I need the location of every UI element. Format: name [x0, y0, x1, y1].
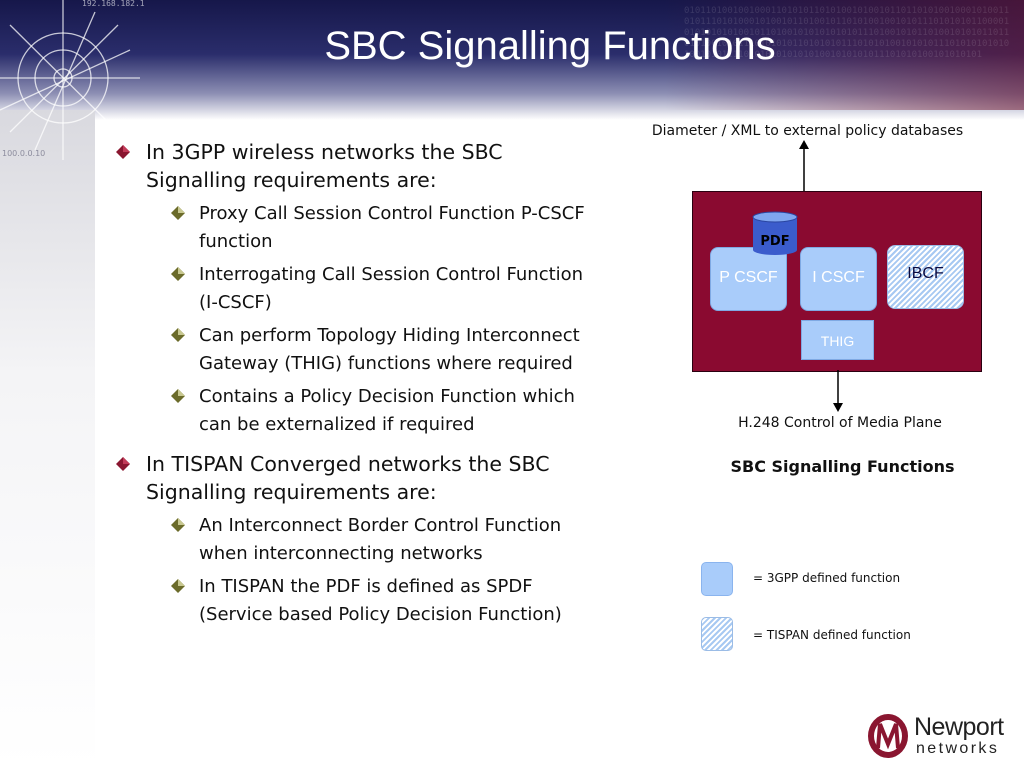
bullet-arrow-icon [116, 457, 130, 471]
bullet-text: Can perform Topology Hiding Interconnect… [199, 325, 580, 374]
diagram-top-label: Diameter / XML to external policy databa… [651, 123, 964, 139]
pdf-label: PDF [760, 234, 790, 249]
title-banner: 0101101001001000110101011010100101001011… [0, 0, 1024, 120]
bullet-text: In TISPAN the PDF is defined as SPDF (Se… [199, 576, 562, 625]
left-margin-fade [0, 110, 95, 768]
bullet-diamond-icon [171, 267, 185, 281]
bullet-arrow-icon [116, 145, 130, 159]
banner-wash [664, 0, 1024, 110]
diagram-caption: SBC Signalling Functions [730, 457, 955, 476]
bullet-text: Proxy Call Session Control Function P-CS… [199, 203, 585, 252]
ip-label-top: 192.168.182.1 [82, 0, 145, 8]
bullet-diamond-icon [171, 328, 185, 342]
icscf-box: I CSCF [800, 247, 877, 311]
bullet-diamond-icon [171, 389, 185, 403]
slide-title: SBC Signalling Functions [324, 24, 776, 68]
list-item: In TISPAN Converged networks the SBC Sig… [115, 450, 595, 506]
list-item: Contains a Policy Decision Function whic… [115, 383, 595, 438]
diagram-bottom-label: H.248 Control of Media Plane [738, 415, 942, 431]
list-item: Interrogating Call Session Control Funct… [115, 261, 595, 316]
bullet-text: In TISPAN Converged networks the SBC Sig… [146, 452, 550, 504]
bullet-text: In 3GPP wireless networks the SBC Signal… [146, 140, 503, 192]
thig-box: THIG [801, 320, 874, 360]
network-globe-graphic: 192.168.182.1 100.0.0.10 [0, 0, 145, 160]
list-item: In 3GPP wireless networks the SBC Signal… [115, 138, 595, 194]
up-arrow-icon [799, 140, 809, 192]
bullet-text: Contains a Policy Decision Function whic… [199, 386, 575, 435]
legend-3gpp-swatch [701, 562, 733, 596]
down-arrow-icon [833, 370, 843, 412]
ibcf-box: IBCF [887, 245, 964, 309]
bullet-diamond-icon [171, 579, 185, 593]
list-item: Can perform Topology Hiding Interconnect… [115, 322, 595, 377]
binary-watermark: 0101101001001000110101011010100101001011… [684, 6, 1010, 60]
bullet-diamond-icon [171, 206, 185, 220]
list-item: Proxy Call Session Control Function P-CS… [115, 200, 595, 255]
newport-logo-icon [868, 714, 908, 758]
logo-wordmark: Newport [914, 713, 1004, 741]
list-item: In TISPAN the PDF is defined as SPDF (Se… [115, 573, 595, 628]
logo-subtitle: networks [916, 740, 1000, 757]
bullet-list: In 3GPP wireless networks the SBC Signal… [115, 138, 595, 634]
legend-tispan-label: = TISPAN defined function [753, 628, 911, 642]
bullet-diamond-icon [171, 518, 185, 532]
bullet-text: An Interconnect Border Control Function … [199, 515, 562, 564]
bullet-text: Interrogating Call Session Control Funct… [199, 264, 584, 313]
legend-tispan-swatch [701, 617, 733, 651]
ip-label-side: 100.0.0.10 [2, 149, 45, 158]
list-item: An Interconnect Border Control Function … [115, 512, 595, 567]
pcscf-box: P CSCF [710, 247, 787, 311]
legend-3gpp-label: = 3GPP defined function [753, 571, 901, 585]
database-icon [752, 211, 798, 255]
